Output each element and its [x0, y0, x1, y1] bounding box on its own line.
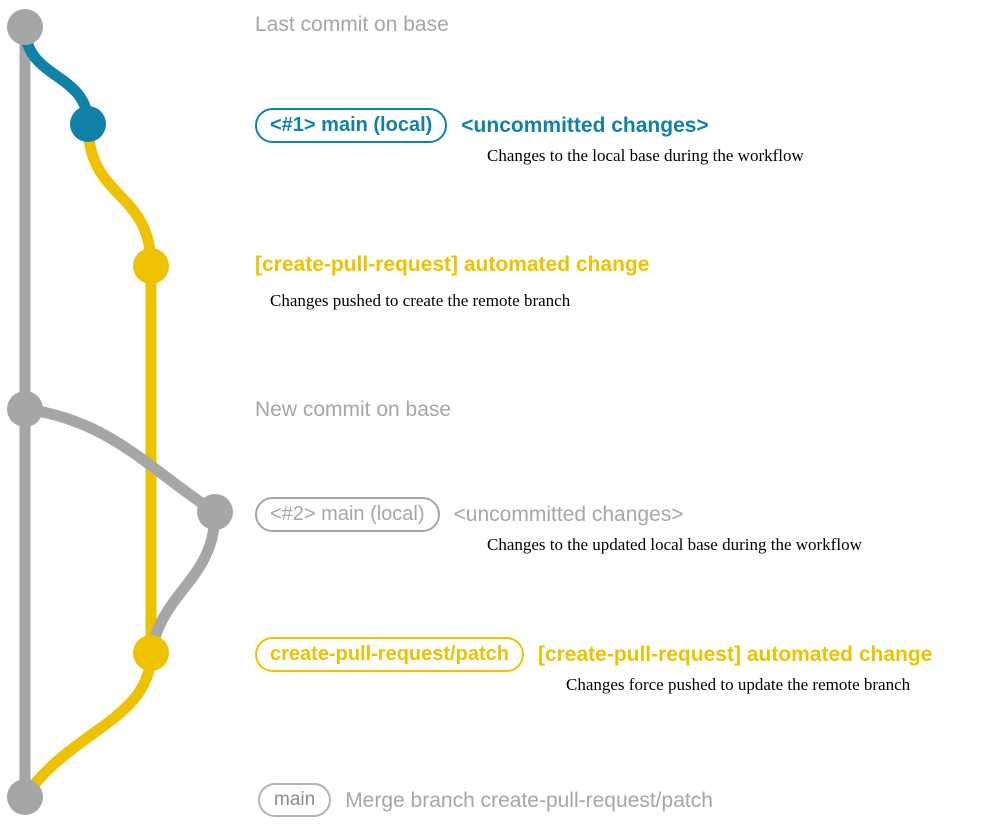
entry-headline-local-1: <uncommitted changes>: [461, 114, 709, 137]
entry-merge: main Merge branch create-pull-request/pa…: [258, 783, 713, 817]
commit-node-patch-create[interactable]: [133, 248, 169, 284]
branch-badge-merge[interactable]: main: [258, 783, 332, 817]
entry-local-1: <#1> main (local) <uncommitted changes>: [255, 108, 709, 143]
entry-patch-update: create-pull-request/patch [create-pull-r…: [255, 637, 932, 672]
branch-badge-local-1[interactable]: <#1> main (local): [255, 108, 448, 143]
entry-local-2: <#2> main (local) <uncommitted changes>: [255, 497, 684, 532]
entry-headline-base-new: New commit on base: [255, 398, 452, 421]
edge-basenew-to-local2: [19, 403, 221, 518]
entry-sub-patch-update: Changes force pushed to update the remot…: [566, 675, 911, 694]
branch-badge-local-2[interactable]: <#2> main (local): [255, 497, 440, 532]
entry-sub-local-2: Changes to the updated local base during…: [487, 535, 862, 554]
commit-node-base-last[interactable]: [7, 9, 43, 45]
commit-node-base-new[interactable]: [7, 391, 43, 427]
entry-base-new: New commit on base: [255, 399, 451, 420]
entry-headline-base-last: Last commit on base: [255, 13, 449, 36]
entry-headline-local-2: <uncommitted changes>: [453, 503, 684, 526]
branch-badge-patch-update[interactable]: create-pull-request/patch: [255, 637, 524, 672]
entry-headline-merge: Merge branch create-pull-request/patch: [345, 788, 713, 812]
entry-headline-patch-create: [create-pull-request] automated change: [255, 253, 650, 276]
commit-node-merge[interactable]: [7, 779, 43, 815]
entry-base-last: Last commit on base: [255, 14, 449, 35]
edge-local1-to-patch-create: [82, 118, 157, 272]
commit-node-local-2[interactable]: [197, 494, 233, 530]
edge-local2-to-patch-update: [145, 506, 221, 659]
entry-sub-local-1: Changes to the local base during the wor…: [487, 146, 804, 165]
entry-headline-patch-update: [create-pull-request] automated change: [537, 643, 933, 666]
commit-node-patch-update[interactable]: [133, 635, 169, 671]
edge-patch-update-to-merge: [19, 647, 157, 803]
entry-sub-patch-create: Changes pushed to create the remote bran…: [270, 291, 571, 310]
entry-patch-create: [create-pull-request] automated change: [255, 254, 649, 275]
commit-node-local-1[interactable]: [70, 106, 106, 142]
